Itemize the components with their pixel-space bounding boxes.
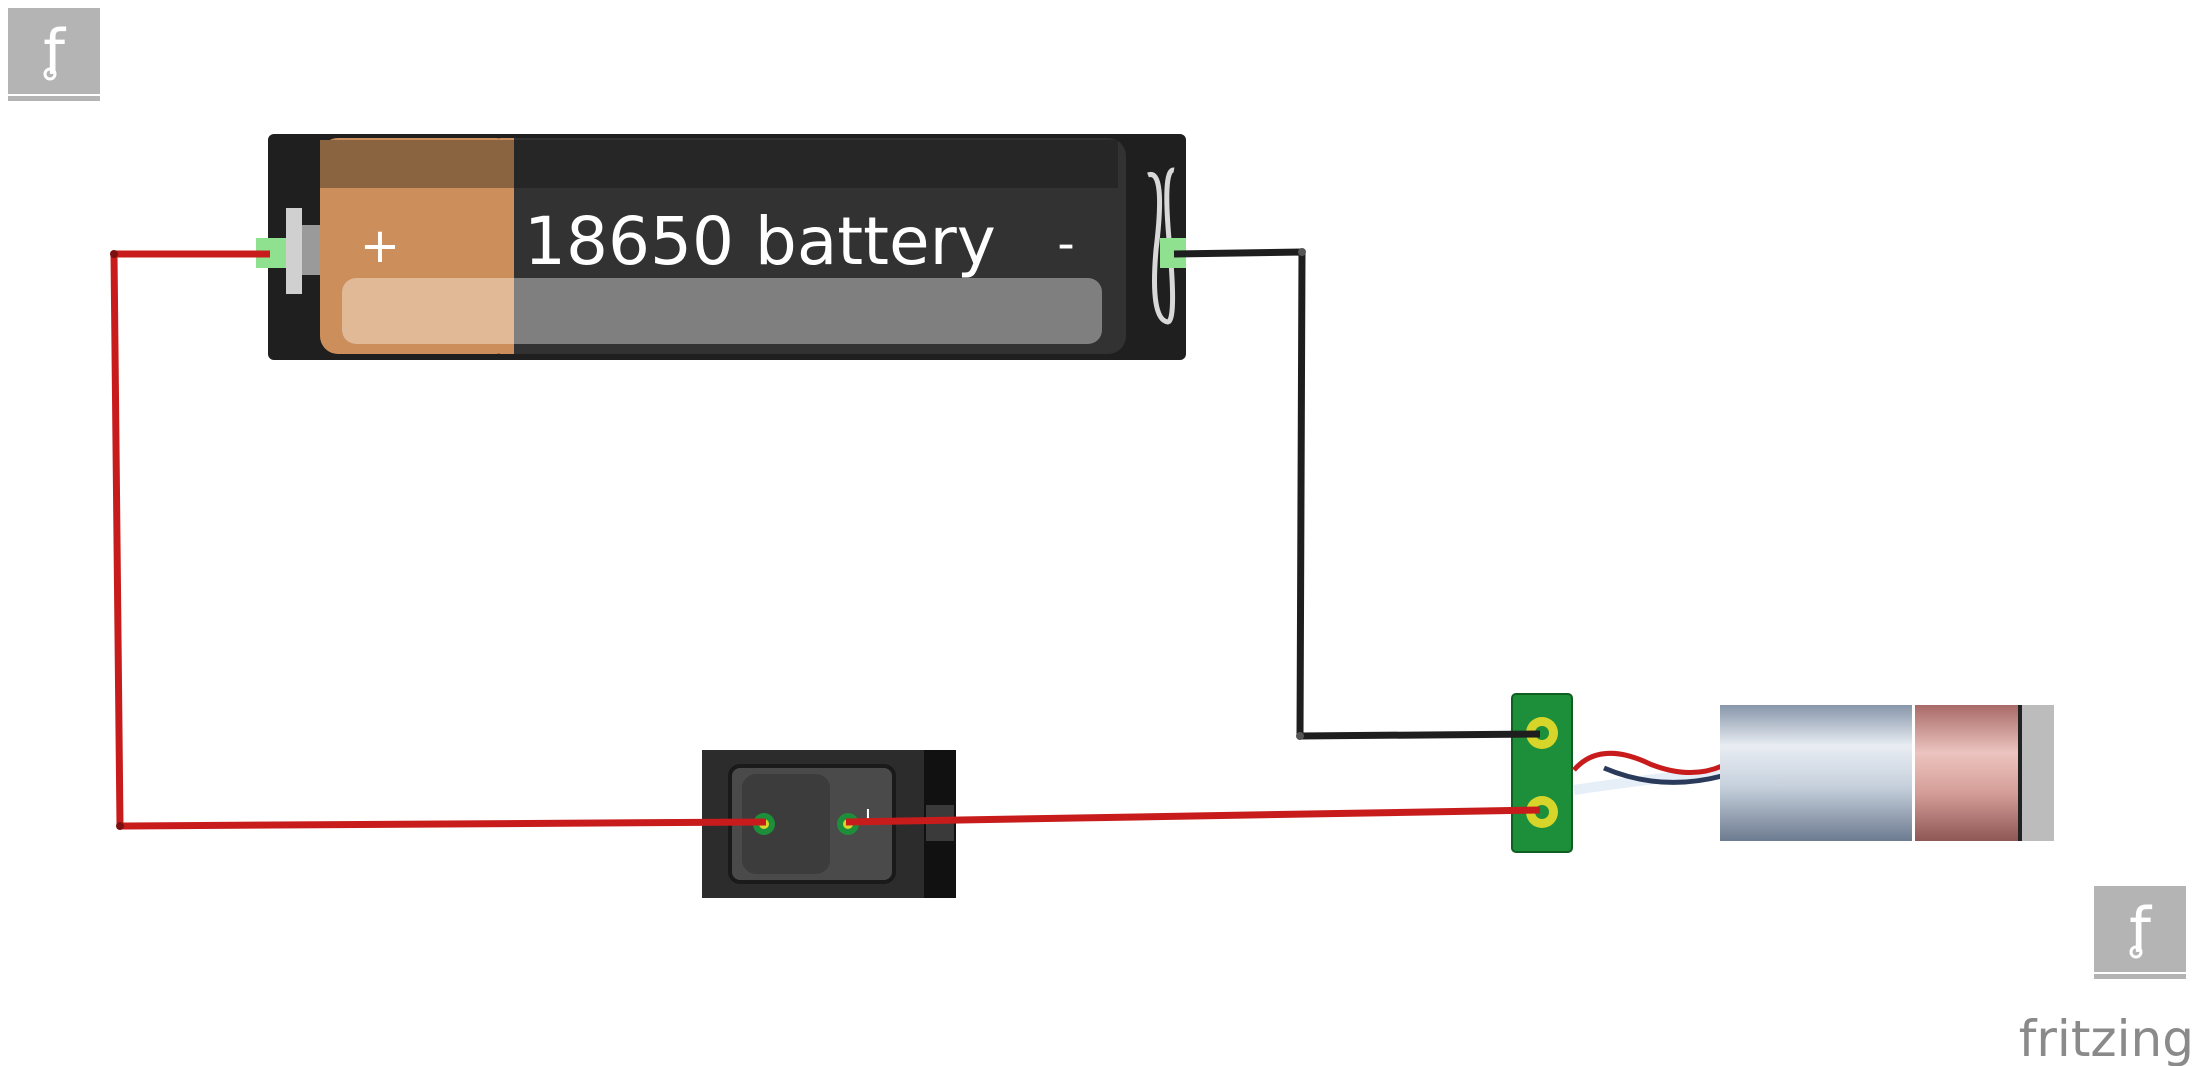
- battery-icon[interactable]: + - 18650 battery: [256, 134, 1186, 360]
- switch-on-mark: I: [865, 805, 871, 829]
- fritzing-logo-icon: f: [8, 8, 100, 101]
- dc-motor-icon[interactable]: [1720, 705, 2054, 841]
- battery-label: 18650 battery: [524, 203, 996, 280]
- wire-battery-to-switch[interactable]: [110, 250, 767, 830]
- battery-minus-sign: -: [1057, 216, 1074, 272]
- fritzing-watermark: f fritzing: [2019, 886, 2194, 1066]
- battery-plus-sign: +: [360, 218, 400, 274]
- wire-battery-to-motor[interactable]: [1173, 248, 1541, 740]
- motor-connector-pcb[interactable]: [1511, 693, 1724, 853]
- wire-switch-to-motor[interactable]: [845, 806, 1541, 826]
- fritzing-brand-text: fritzing: [2019, 1010, 2194, 1066]
